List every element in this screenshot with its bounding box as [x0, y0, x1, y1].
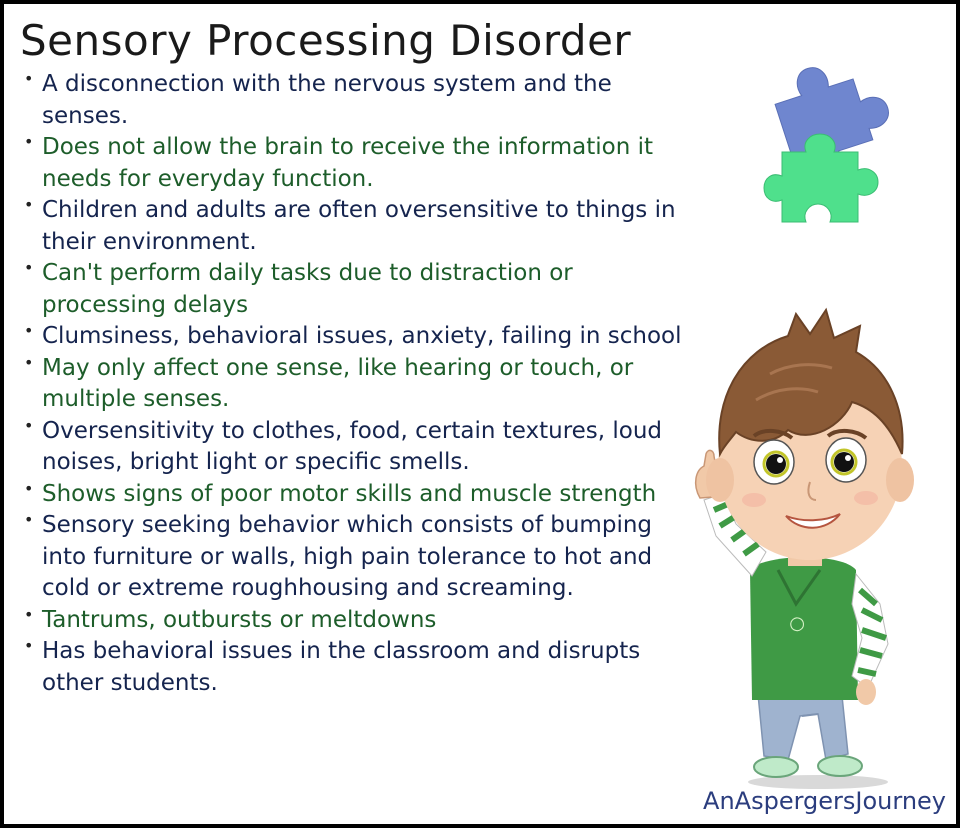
list-item: Sensory seeking behavior which consists …	[22, 504, 682, 605]
list-item: Has behavioral issues in the classroom a…	[22, 630, 682, 699]
infographic-card: Sensory Processing Disorder A disconnect…	[4, 4, 956, 824]
svg-text:○: ○	[788, 612, 806, 635]
cartoon-boy-illustration: ○	[694, 307, 914, 789]
list-item: May only affect one sense, like hearing …	[22, 347, 682, 416]
page-title: Sensory Processing Disorder	[20, 16, 632, 65]
list-item: Can't perform daily tasks due to distrac…	[22, 252, 682, 321]
list-item: Oversensitivity to clothes, food, certai…	[22, 410, 682, 479]
list-item: Shows signs of poor motor skills and mus…	[22, 473, 682, 511]
list-item: Does not allow the brain to receive the …	[22, 126, 682, 195]
list-item: Clumsiness, behavioral issues, anxiety, …	[22, 315, 682, 353]
list-item: Children and adults are often oversensit…	[22, 189, 682, 258]
list-item: Tantrums, outbursts or meltdowns	[22, 599, 682, 637]
symptom-list: A disconnection with the nervous system …	[22, 63, 682, 699]
list-item: A disconnection with the nervous system …	[22, 63, 682, 132]
author-credit: AnAspergersJourney	[703, 787, 946, 815]
puzzle-pieces-icon	[763, 67, 889, 223]
puzzle-piece-green-icon	[763, 133, 879, 223]
